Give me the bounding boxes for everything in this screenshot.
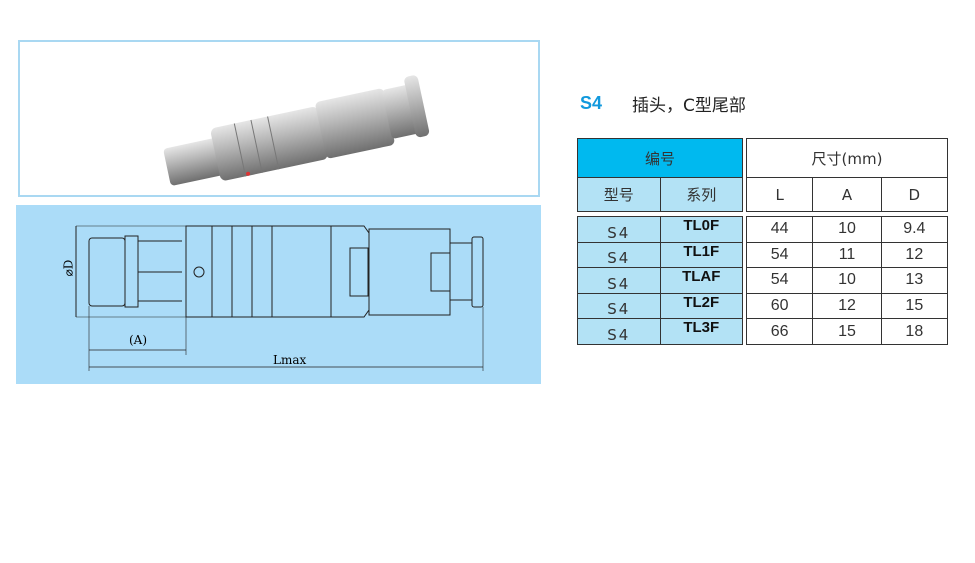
a-cell: 12 <box>812 292 882 320</box>
product-code: S4 <box>580 93 603 113</box>
connector-photo-image <box>163 75 430 186</box>
l-cell: 60 <box>745 292 814 320</box>
series-cell: TL0F <box>659 216 743 243</box>
col-header-series: 系列 <box>659 177 743 212</box>
a-cell: 15 <box>812 318 882 345</box>
d-cell: 9.4 <box>880 216 949 243</box>
product-photo <box>18 40 540 197</box>
l-cell: 44 <box>745 216 814 243</box>
col-header-d: D <box>880 177 949 212</box>
d-cell: 12 <box>880 241 949 269</box>
series-cell: TL2F <box>659 292 743 320</box>
col-header-model: 型号 <box>577 177 661 212</box>
a-cell: 10 <box>812 267 882 294</box>
page-title: S4 插头，C型尾部 <box>580 91 746 116</box>
l-cell: 54 <box>745 267 814 294</box>
dimension-a-label: (A) <box>129 333 148 347</box>
model-cell: S4 <box>577 241 661 269</box>
connector-outline-drawing <box>75 225 484 371</box>
d-cell: 15 <box>880 292 949 320</box>
series-cell: TL3F <box>659 318 743 345</box>
model-cell: S4 <box>577 292 661 320</box>
col-header-a: A <box>812 177 882 212</box>
group-header-code: 编号 <box>577 138 743 178</box>
product-description: 插头，C型尾部 <box>632 96 746 116</box>
group-header-dimensions: 尺寸(mm) <box>746 138 948 178</box>
model-cell: S4 <box>577 216 661 243</box>
a-cell: 10 <box>812 216 882 243</box>
model-cell: S4 <box>577 267 661 294</box>
model-cell: S4 <box>577 318 661 345</box>
series-cell: TLAF <box>659 267 743 294</box>
dimension-d-label: ⌀D <box>61 259 76 277</box>
d-cell: 18 <box>880 318 949 345</box>
series-cell: TL1F <box>659 241 743 269</box>
a-cell: 11 <box>812 241 882 269</box>
dimension-lmax-label: Lmax <box>273 353 307 367</box>
l-cell: 54 <box>745 241 814 269</box>
d-cell: 13 <box>880 267 949 294</box>
col-header-l: L <box>745 177 814 212</box>
technical-drawing: ⌀D (A) Lmax <box>16 205 541 384</box>
l-cell: 66 <box>745 318 814 345</box>
